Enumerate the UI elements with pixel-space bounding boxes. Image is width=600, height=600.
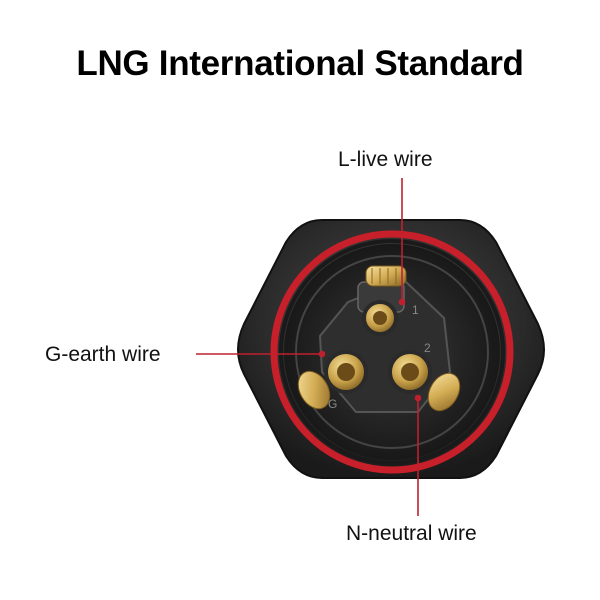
screw-earth <box>297 370 331 410</box>
leader-lines <box>196 178 422 516</box>
terminal-live: 1 <box>357 265 419 336</box>
terminal-mark-top: 1 <box>412 303 419 317</box>
screw-neutral <box>427 372 461 412</box>
label-live-wire: L-live wire <box>338 148 433 171</box>
terminal-neutral: 2 <box>388 341 461 412</box>
terminal-earth: G <box>297 350 368 411</box>
terminal-mark-right: 2 <box>424 341 431 355</box>
terminal-mark-left: G <box>328 397 337 411</box>
leader-dot-earth <box>318 350 326 358</box>
label-neutral-wire: N-neutral wire <box>346 522 477 545</box>
label-earth-wire: G-earth wire <box>45 343 161 366</box>
page-title: LNG International Standard <box>76 44 524 83</box>
leader-dot-live <box>398 298 406 306</box>
seal-ring <box>270 230 514 474</box>
leader-dot-neutral <box>414 394 422 402</box>
